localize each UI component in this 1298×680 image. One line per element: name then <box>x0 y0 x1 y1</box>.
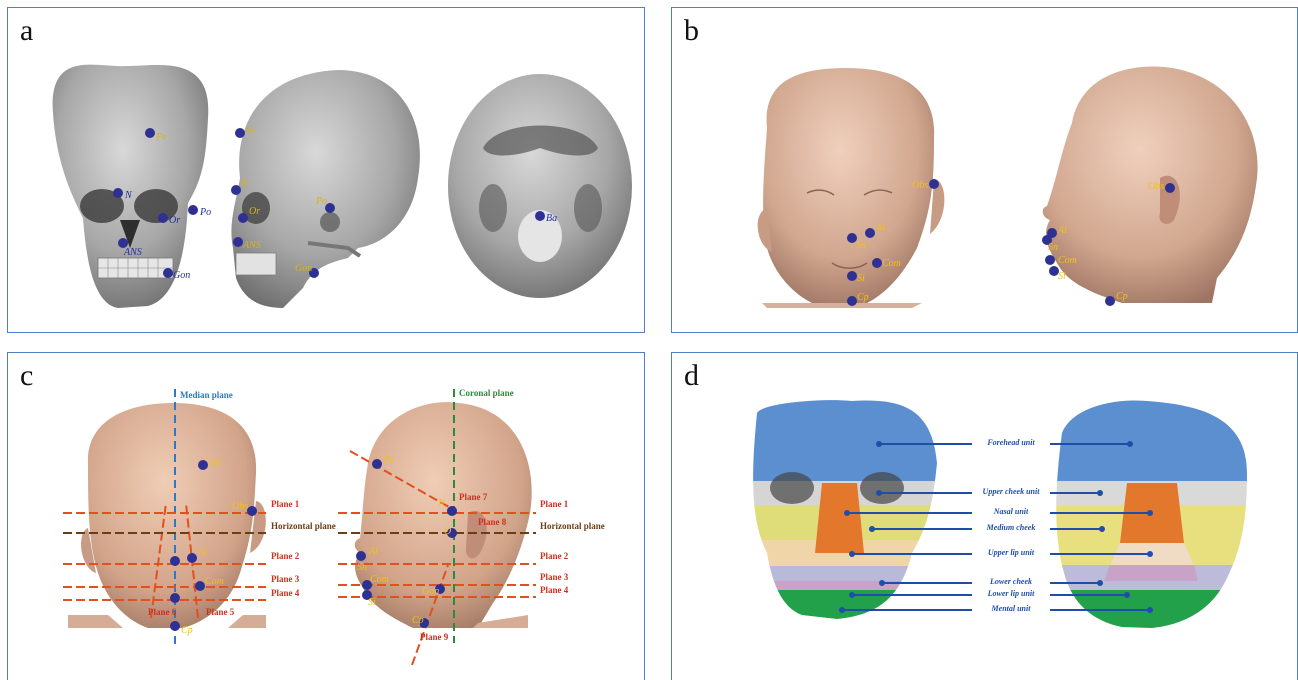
skull-lateral <box>231 70 419 308</box>
landmark-com-lateral: Com <box>1058 255 1077 266</box>
landmark-dot-or-lateral <box>238 213 248 223</box>
landmark-dot-n-lateral <box>231 185 241 195</box>
skull-basal <box>448 74 632 298</box>
skull-figure: Fe N Or Po ANS Gon Fe N Or ANS Po Gon Ba <box>8 8 645 333</box>
plane-2-left: Plane 2 <box>271 551 300 561</box>
landmark-or-lateral: Or <box>249 206 260 217</box>
landmark-ans: ANS <box>123 247 142 258</box>
unit-medium-cheek: Medium cheek <box>986 523 1036 532</box>
landmark-dot-fe <box>145 128 155 138</box>
face-3d-figure: Obs Al Sn Com Si Cp Obs Al Sn Com Si Cp <box>672 8 1298 333</box>
plane-7: Plane 7 <box>459 492 488 502</box>
coronal-plane-label: Coronal plane <box>459 388 514 398</box>
landmark-cp: Cp <box>857 292 869 303</box>
landmark-cp-c: Cp <box>181 625 193 636</box>
landmark-n: N <box>124 190 133 201</box>
landmark-sn: Sn <box>856 240 866 251</box>
landmark-obs: Obs <box>912 180 928 191</box>
unit-mental: Mental unit <box>991 604 1032 613</box>
landmark-com-c: Com <box>205 576 224 587</box>
landmark-fe-lateral: Fe <box>245 126 257 137</box>
landmark-cp-lateral: Cp <box>1116 291 1128 302</box>
median-plane-label: Median plane <box>180 390 233 400</box>
plane-6: Plane 6 <box>148 607 177 617</box>
landmark-si-lateral: Si <box>1058 271 1066 282</box>
panel-c: c <box>7 352 645 680</box>
landmark-or: Or <box>169 215 180 226</box>
landmark-n-c: N <box>437 498 446 509</box>
landmark-dot-n <box>113 188 123 198</box>
unit-lower-lip: Lower lip unit <box>987 589 1035 598</box>
landmark-sn-lateral: Sn <box>1048 242 1058 253</box>
unit-nasal: Nasal unit <box>993 507 1029 516</box>
landmark-dot-ba <box>535 211 545 221</box>
landmark-po-lateral: Po <box>315 196 327 207</box>
horizontal-plane-left-label: Horizontal plane <box>271 521 336 531</box>
landmark-al-c: Al <box>197 548 207 559</box>
plane-1-left: Plane 1 <box>271 499 300 509</box>
landmark-o-c: O <box>444 526 451 537</box>
landmark-po: Po <box>199 207 211 218</box>
landmark-fe: Fe <box>155 132 167 143</box>
landmark-gon-c: Gon <box>422 586 439 597</box>
unit-forehead: Forehead unit <box>986 438 1035 447</box>
landmark-obs-lateral: Obs <box>1148 181 1164 192</box>
landmark-n-lateral: N <box>240 178 249 189</box>
landmark-gon-lateral: Gon <box>295 263 312 274</box>
face-front-c <box>68 403 266 628</box>
skull-units <box>742 393 952 625</box>
panel-d: d <box>671 352 1298 680</box>
plane-9: Plane 9 <box>420 632 449 642</box>
plane-1-right: Plane 1 <box>540 499 569 509</box>
landmark-fe-c: Fe <box>209 459 221 470</box>
face-lateral-c <box>355 402 532 628</box>
horizontal-plane-right-label: Horizontal plane <box>540 521 605 531</box>
landmark-com: Com <box>882 258 901 269</box>
plane-3-left: Plane 3 <box>271 574 300 584</box>
plane-3-right: Plane 3 <box>540 572 569 582</box>
panel-b: b Obs Al Sn Com Si <box>671 7 1298 333</box>
landmark-dot-gon <box>163 268 173 278</box>
landmark-al-lateral: Al <box>1057 225 1067 236</box>
plane-5: Plane 5 <box>206 607 235 617</box>
facial-units-figure: Forehead unit Upper cheek unit Nasal uni… <box>672 353 1298 680</box>
landmark-fe-c-lateral: Fe <box>383 455 395 466</box>
landmark-al-c-lateral: Al <box>368 546 378 557</box>
plane-8: Plane 8 <box>478 517 507 527</box>
landmark-cp-c-lateral: Cp <box>412 615 424 626</box>
landmark-dot-fe-lateral <box>235 128 245 138</box>
panel-a: a <box>7 7 645 333</box>
landmark-gon: Gon <box>173 270 190 281</box>
unit-upper-cheek: Upper cheek unit <box>983 487 1041 496</box>
landmark-dot-or <box>158 213 168 223</box>
landmark-ba: Ba <box>546 213 557 224</box>
plane-4-right: Plane 4 <box>540 585 569 595</box>
landmark-sn-c: Sn <box>357 562 367 573</box>
landmark-dot-ans-lateral <box>233 237 243 247</box>
unit-upper-lip: Upper lip unit <box>988 548 1035 557</box>
plane-4-left: Plane 4 <box>271 588 300 598</box>
unit-lower-cheek: Lower cheek <box>989 577 1032 586</box>
plane-2-right: Plane 2 <box>540 551 569 561</box>
landmark-si-c: Si <box>368 597 376 608</box>
landmark-obs-c: Obs <box>232 501 248 512</box>
landmark-si: Si <box>857 273 865 284</box>
landmark-al: Al <box>875 223 885 234</box>
landmark-dot-po <box>188 205 198 215</box>
landmark-com-c-lateral: Com <box>370 574 389 585</box>
landmark-ans-lateral: ANS <box>242 240 261 251</box>
planes-figure: Fe Obs Al Com Cp Fe N Al Sn Com Si Gon C… <box>8 353 645 680</box>
